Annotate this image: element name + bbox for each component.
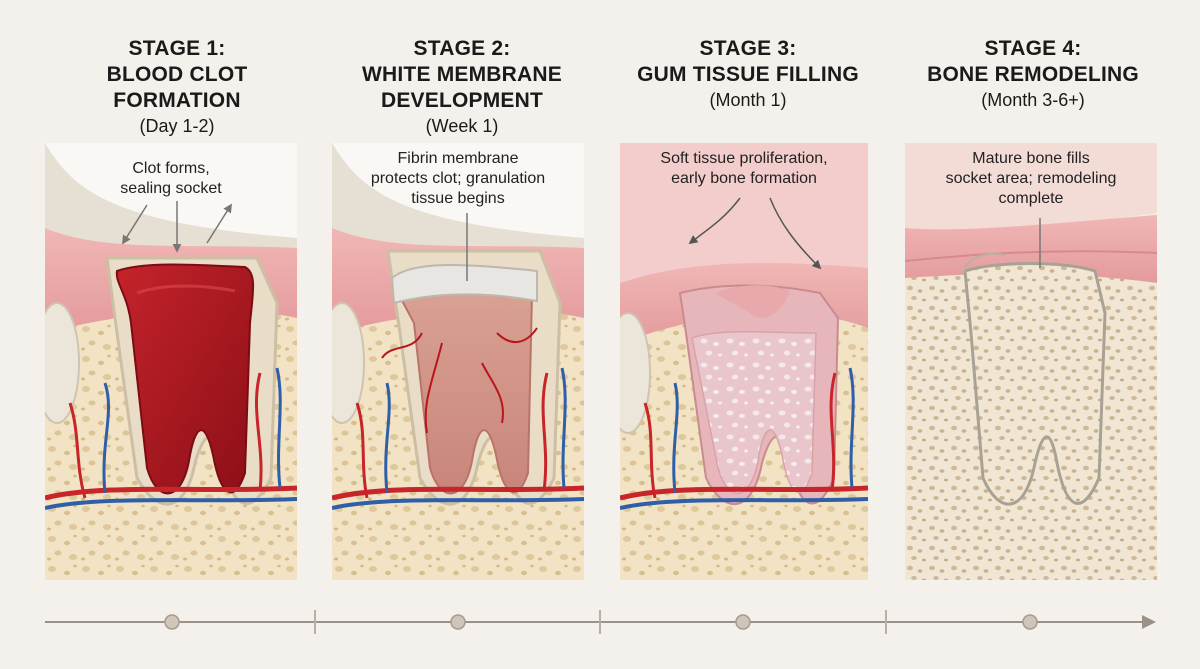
stage-4-note: Mature bone fills socket area; remodelin… <box>905 149 1157 209</box>
stage-3-title-line2: GUM TISSUE FILLING <box>637 63 859 86</box>
stage-2-panel: Fibrin membrane protects clot; granulati… <box>332 143 584 580</box>
stage-3-note: Soft tissue proliferation, early bone fo… <box>620 149 868 189</box>
stage-4-header: STAGE 4: BONE REMODELING (Month 3-6+) <box>888 36 1178 112</box>
timeline-marker-stage-4 <box>1022 614 1038 630</box>
stage-1-time: (Day 1-2) <box>139 116 215 136</box>
timeline-arrow <box>1142 615 1156 629</box>
stage-2-note-line3: tissue begins <box>411 190 505 207</box>
stage-3-illustration <box>620 143 868 580</box>
stage-2-label: STAGE 2: <box>413 37 511 60</box>
stage-3-header: STAGE 3: GUM TISSUE FILLING (Month 1) <box>603 36 893 112</box>
stage-3-note-line1: Soft tissue proliferation, <box>660 150 828 167</box>
stage-2-header: STAGE 2: WHITE MEMBRANE DEVELOPMENT (Wee… <box>317 36 607 138</box>
stage-3-time: (Month 1) <box>709 90 787 110</box>
stage-2-note: Fibrin membrane protects clot; granulati… <box>332 149 584 209</box>
stage-4-panel: Mature bone fills socket area; remodelin… <box>905 143 1157 580</box>
timeline-marker-stage-3 <box>735 614 751 630</box>
stage-3-panel: Soft tissue proliferation, early bone fo… <box>620 143 868 580</box>
stage-2-note-line2: protects clot; granulation <box>370 170 546 187</box>
stage-1-label: STAGE 1: <box>128 37 226 60</box>
stage-1-note-line2: sealing socket <box>120 180 222 197</box>
stage-3-note-line2: early bone formation <box>671 170 817 187</box>
stage-4-title-line2: BONE REMODELING <box>927 63 1139 86</box>
stage-4-label: STAGE 4: <box>984 37 1082 60</box>
stage-2-note-line1: Fibrin membrane <box>397 150 519 167</box>
stage-2-time: (Week 1) <box>425 116 499 136</box>
stage-2-illustration <box>332 143 584 580</box>
stage-3-label: STAGE 3: <box>699 37 797 60</box>
stage-1-title-line3: FORMATION <box>113 89 241 112</box>
stage-1-note: Clot forms, sealing socket <box>45 159 297 199</box>
timeline-marker-stage-2 <box>450 614 466 630</box>
stage-4-note-line1: Mature bone fills <box>972 150 1090 167</box>
stage-1-panel: Clot forms, sealing socket <box>45 143 297 580</box>
stage-4-note-line3: complete <box>998 190 1064 207</box>
stage-4-illustration <box>905 143 1157 580</box>
stage-2-title-line2: WHITE MEMBRANE <box>362 63 562 86</box>
stage-4-note-line2: socket area; remodeling <box>945 170 1117 187</box>
timeline <box>0 600 1200 650</box>
stage-1-title-line2: BLOOD CLOT <box>106 63 248 86</box>
stage-1-illustration <box>45 143 297 580</box>
timeline-axis <box>45 610 1156 634</box>
stage-4-time: (Month 3-6+) <box>981 90 1085 110</box>
timeline-marker-stage-1 <box>164 614 180 630</box>
stage-1-header: STAGE 1: BLOOD CLOT FORMATION (Day 1-2) <box>32 36 322 138</box>
stage-2-title-line3: DEVELOPMENT <box>380 89 544 112</box>
stage-1-note-line1: Clot forms, <box>132 160 210 177</box>
